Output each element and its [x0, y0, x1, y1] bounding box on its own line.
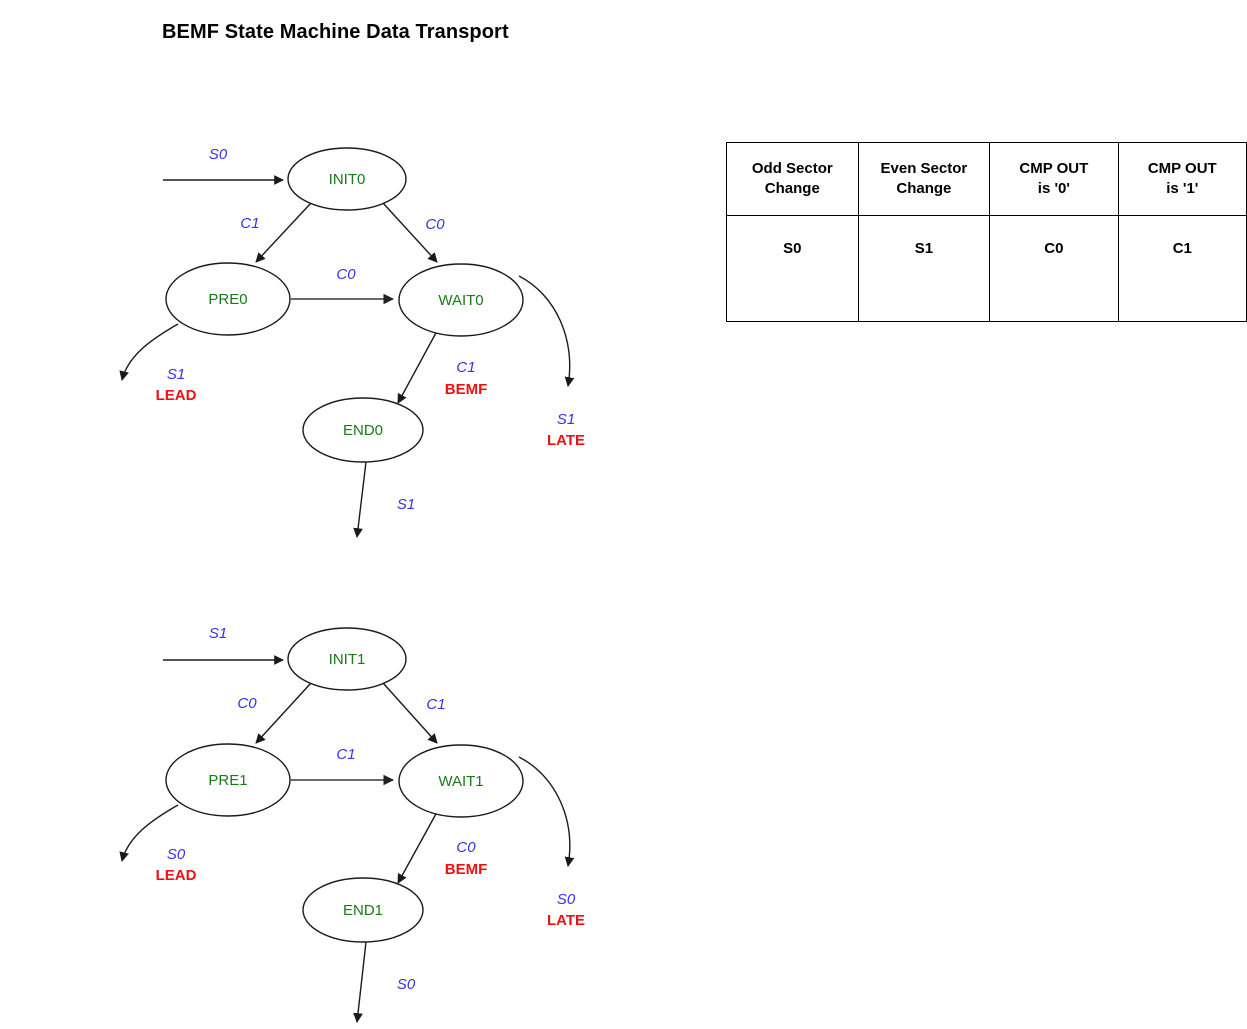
legend-header-line1-1: Even Sector — [880, 160, 968, 178]
state-label-pre0: PRE0 — [208, 291, 247, 308]
state-label-end0: END0 — [343, 422, 383, 439]
edge-label-wait1-end1: C0 — [456, 839, 476, 856]
edge-end1-to-exit — [353, 941, 367, 1023]
edge-label-end0-exit: S1 — [397, 496, 415, 513]
edge-init1-to-wait1 — [382, 682, 438, 744]
legend-header-line2-0: Change — [764, 180, 820, 197]
edge-label-end1-exit: S0 — [397, 976, 416, 993]
state-node-end0[interactable] — [302, 397, 424, 463]
edge-label-wait0-end0: C1 — [456, 359, 475, 376]
edge-label-init1-pre1: C0 — [237, 695, 257, 712]
state-machine-1: INIT1 PRE1 WAIT1 END1 S1 C0 C1 C1 S0 LEA… — [119, 625, 585, 1023]
edge-wait1-to-end1 — [397, 811, 438, 884]
legend-header-cmp-out-0: CMP OUT is '0' — [989, 142, 1119, 216]
state-label-wait0: WAIT0 — [438, 292, 483, 309]
edge-label-start-init1: S1 — [209, 625, 227, 642]
output-label-late-1: LATE — [547, 912, 585, 929]
legend-symbol-row: S0 S1 C0 C1 — [726, 215, 1247, 322]
condition-legend-table: Odd Sector Change Even Sector Change CMP… — [726, 142, 1247, 322]
state-label-end1: END1 — [343, 902, 383, 919]
edge-pre1-to-lead-exit — [119, 804, 179, 862]
state-node-wait1[interactable] — [398, 744, 524, 818]
edge-label-pre1-exit: S0 — [167, 846, 186, 863]
edge-end0-to-exit — [353, 461, 367, 538]
state-node-init0[interactable] — [287, 147, 407, 211]
legend-header-line1-2: CMP OUT — [1019, 160, 1089, 178]
edge-init1-to-pre1 — [255, 682, 312, 744]
state-node-init1[interactable] — [287, 627, 407, 691]
edge-label-init0-pre0: C1 — [240, 215, 259, 232]
legend-symbol-c1: C1 — [1117, 215, 1247, 322]
edge-wait1-to-late-exit — [518, 756, 575, 867]
page-title: BEMF State Machine Data Transport — [162, 21, 509, 43]
output-label-lead-1: LEAD — [156, 867, 197, 884]
legend-header-line2-3: is '1' — [1166, 180, 1199, 197]
edge-init0-to-wait0 — [382, 202, 438, 263]
state-node-pre0[interactable] — [165, 262, 291, 336]
edge-label-init0-wait0: C0 — [425, 216, 445, 233]
output-label-late-0: LATE — [547, 432, 585, 449]
legend-header-line1-3: CMP OUT — [1147, 160, 1217, 178]
output-label-bemf-1: BEMF — [445, 861, 488, 878]
legend-symbol-s1: S1 — [857, 215, 991, 322]
legend-header-line2-1: Change — [896, 180, 952, 197]
edge-label-wait1-exit: S0 — [557, 891, 576, 908]
edge-pre0-to-lead-exit — [119, 323, 179, 381]
edge-wait0-to-end0 — [397, 330, 438, 404]
legend-symbol-s0: S0 — [726, 215, 859, 322]
state-label-wait1: WAIT1 — [438, 773, 483, 790]
state-label-init0: INIT0 — [329, 171, 366, 188]
edge-label-init1-wait1: C1 — [426, 696, 445, 713]
edge-label-pre0-exit: S1 — [167, 366, 185, 383]
edge-label-wait0-exit: S1 — [557, 411, 575, 428]
legend-header-cmp-out-1: CMP OUT is '1' — [1117, 142, 1247, 216]
state-label-init1: INIT1 — [329, 651, 366, 668]
state-node-pre1[interactable] — [165, 743, 291, 817]
legend-header-odd-sector-change: Odd Sector Change — [726, 142, 859, 216]
edge-wait0-to-late-exit — [518, 275, 575, 387]
state-machine-0: INIT0 PRE0 WAIT0 END0 S0 C1 C0 C0 S1 LEA… — [119, 146, 585, 538]
legend-symbol-c0: C0 — [989, 215, 1119, 322]
edge-label-pre0-wait0: C0 — [336, 266, 356, 283]
output-label-bemf-0: BEMF — [445, 381, 488, 398]
edge-init0-to-pre0 — [255, 202, 312, 263]
state-node-end1[interactable] — [302, 877, 424, 943]
legend-header-line1-0: Odd Sector — [751, 160, 833, 178]
edge-label-pre1-wait1: C1 — [336, 746, 355, 763]
legend-header-row: Odd Sector Change Even Sector Change CMP… — [726, 142, 1247, 216]
edge-label-start-init0: S0 — [209, 146, 228, 163]
state-node-wait0[interactable] — [398, 263, 524, 337]
legend-header-even-sector-change: Even Sector Change — [857, 142, 991, 216]
output-label-lead-0: LEAD — [156, 387, 197, 404]
legend-header-line2-2: is '0' — [1037, 180, 1070, 197]
state-label-pre1: PRE1 — [208, 772, 247, 789]
